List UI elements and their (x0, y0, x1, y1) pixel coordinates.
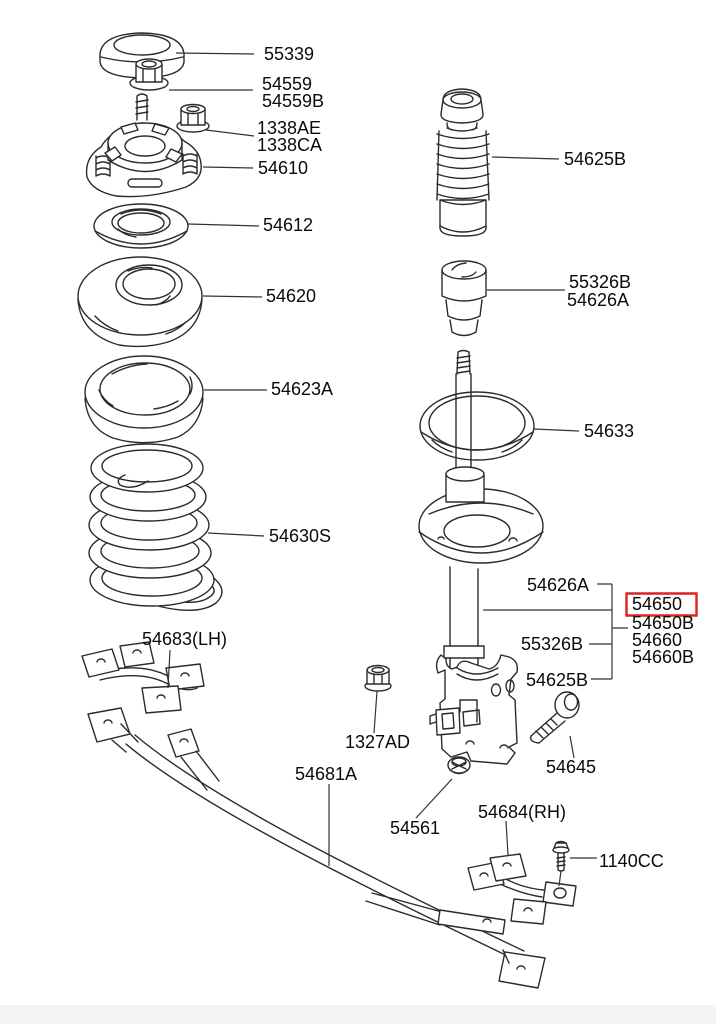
part-label-54623A[interactable]: 54623A (271, 379, 333, 399)
part-label-54625B-boot[interactable]: 54625B (564, 149, 626, 169)
part-label-1338CA[interactable]: 1338CA (257, 135, 322, 155)
part-label-54626A-bump[interactable]: 54626A (567, 290, 629, 310)
part-drawing-bolt-1140CC (553, 842, 569, 872)
part-drawing-coil-spring-54630S (89, 444, 222, 610)
part-label-55326B-bump[interactable]: 55326B (569, 272, 631, 292)
part-label-54650B[interactable]: 54650B (632, 613, 694, 633)
part-labels: 55339 54559 54559B 1338AE 1338CA 54610 5… (142, 44, 694, 871)
part-drawing-bracket-54684-rh (468, 854, 576, 924)
part-label-54559[interactable]: 54559 (262, 74, 312, 94)
part-drawing-grommet-54561 (448, 757, 470, 774)
part-label-54684-rh[interactable]: 54684(RH) (478, 802, 566, 822)
part-label-54683-lh[interactable]: 54683(LH) (142, 629, 227, 649)
part-label-54660[interactable]: 54660 (632, 630, 682, 650)
part-label-54559B[interactable]: 54559B (262, 91, 324, 111)
leader-lines (168, 53, 628, 886)
part-drawing-dust-boot-54625B (437, 89, 489, 236)
part-drawing-nut-1327AD (365, 666, 391, 692)
part-label-54650-highlighted[interactable]: 54650 (632, 594, 682, 614)
part-label-1338AE[interactable]: 1338AE (257, 118, 321, 138)
page-footer-band (0, 1005, 716, 1024)
part-drawing-spring-seat-ring-54623A (85, 356, 203, 443)
part-drawing-bracket-54683-lh (82, 642, 204, 713)
part-drawing-bearing-54612 (94, 204, 188, 248)
part-label-54610[interactable]: 54610 (258, 158, 308, 178)
part-drawing-strut-assembly (419, 351, 543, 765)
part-label-55326B-strut[interactable]: 55326B (521, 634, 583, 654)
part-drawing-bolt-54645 (531, 692, 579, 743)
part-label-54612[interactable]: 54612 (263, 215, 313, 235)
part-label-54681A[interactable]: 54681A (295, 764, 357, 784)
part-label-54645[interactable]: 54645 (546, 757, 596, 777)
part-label-54561[interactable]: 54561 (390, 818, 440, 838)
part-drawing-strut-mount-54610 (87, 94, 202, 197)
part-label-54633[interactable]: 54633 (584, 421, 634, 441)
part-label-54626A-strut[interactable]: 54626A (527, 575, 589, 595)
part-label-55339[interactable]: 55339 (264, 44, 314, 64)
part-label-1327AD[interactable]: 1327AD (345, 732, 410, 752)
part-label-54625B-strut[interactable]: 54625B (526, 670, 588, 690)
part-label-54660B[interactable]: 54660B (632, 647, 694, 667)
part-drawing-nut-54559 (130, 59, 168, 90)
part-label-54630S[interactable]: 54630S (269, 526, 331, 546)
part-drawing-nut-1338AE (177, 105, 209, 133)
part-drawing-bump-stopper-55326B (442, 261, 486, 336)
highlight-box-54650 (627, 594, 697, 616)
part-label-1140CC[interactable]: 1140CC (599, 851, 664, 871)
part-drawing-spring-pad-54620 (78, 257, 202, 346)
part-drawing-stabilizer-bar-54681A (88, 708, 545, 988)
part-label-54620[interactable]: 54620 (266, 286, 316, 306)
